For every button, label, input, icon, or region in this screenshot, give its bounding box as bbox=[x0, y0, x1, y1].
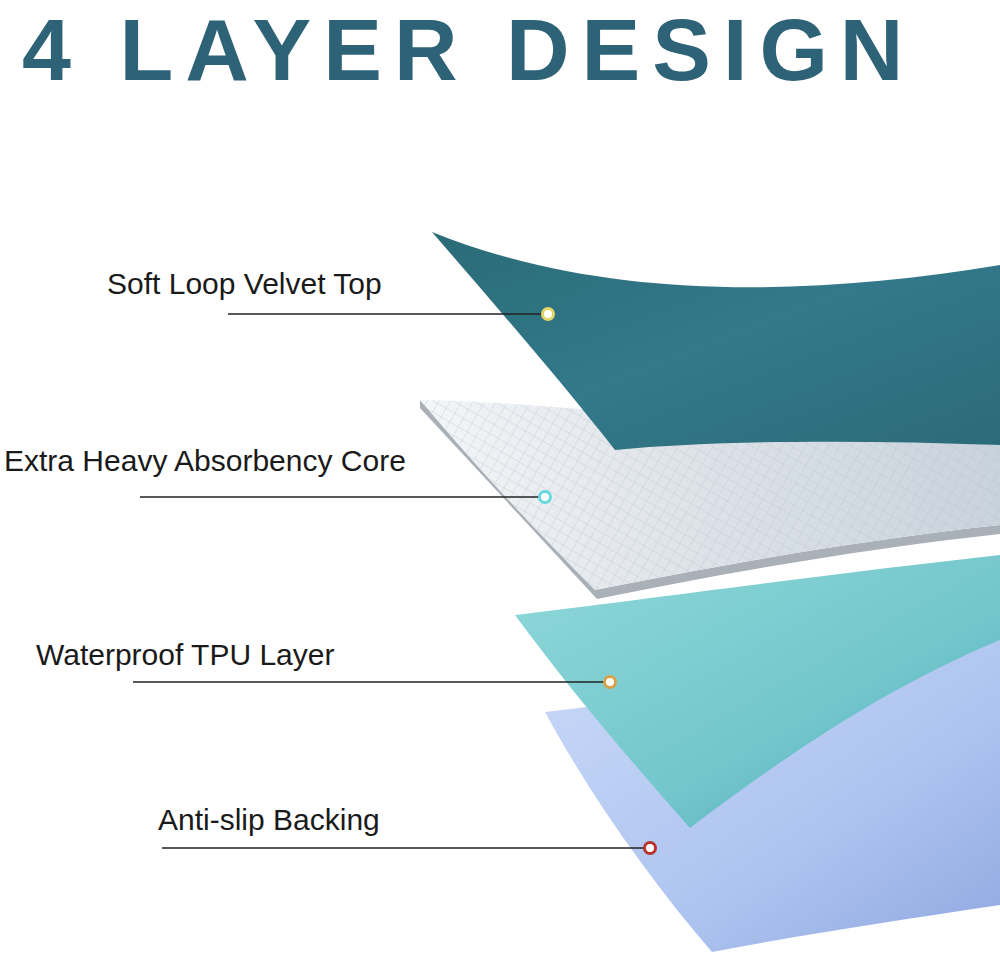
leader-dot bbox=[645, 843, 656, 854]
leader-dot bbox=[605, 677, 616, 688]
velvet-layer bbox=[432, 232, 1000, 450]
layer-label: Soft Loop Velvet Top bbox=[107, 267, 382, 302]
layer-label: Extra Heavy Absorbency Core bbox=[4, 444, 406, 479]
title: 4 LAYER DESIGN bbox=[22, 6, 915, 94]
leader-dot bbox=[543, 309, 554, 320]
layer-label: Anti-slip Backing bbox=[158, 803, 380, 838]
leader-line bbox=[228, 313, 542, 314]
leader-dot bbox=[540, 492, 551, 503]
leader-line bbox=[140, 496, 539, 497]
layer-label: Waterproof TPU Layer bbox=[36, 638, 334, 673]
leader-line bbox=[162, 847, 644, 848]
leader-line bbox=[133, 681, 604, 682]
tpu-layer bbox=[515, 555, 1000, 828]
